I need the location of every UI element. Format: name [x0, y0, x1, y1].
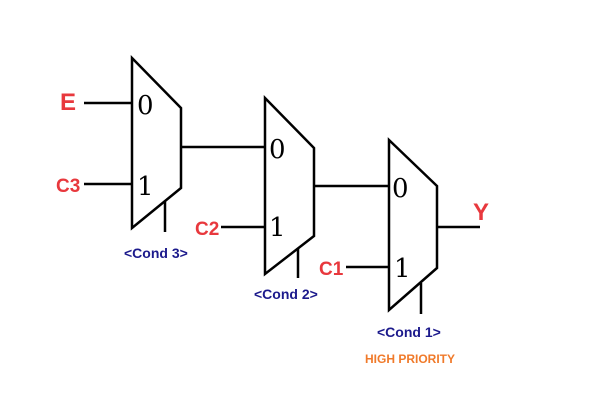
high-priority-label: HIGH PRIORITY — [365, 352, 455, 366]
mux-3 — [130, 54, 183, 231]
signal-c3-label: C3 — [56, 176, 80, 197]
mux-2 — [263, 94, 316, 277]
mux-1 — [387, 137, 439, 313]
cond-3-label: <Cond 3> — [124, 245, 188, 261]
signal-c2-label: C2 — [195, 219, 219, 240]
mux-2-in1-label: 1 — [269, 213, 286, 243]
cond-2-label: <Cond 2> — [254, 286, 318, 302]
signal-e-label: E — [60, 89, 76, 116]
mux-1-in0-label: 0 — [392, 174, 409, 204]
cond-1-label: <Cond 1> — [377, 324, 441, 340]
mux-2-in0-label: 0 — [269, 135, 286, 165]
signal-y-label: Y — [473, 199, 489, 226]
mux-1-in1-label: 1 — [394, 254, 411, 284]
mux-3-in1-label: 1 — [137, 172, 154, 202]
signal-c1-label: C1 — [319, 259, 344, 280]
mux-3-in0-label: 0 — [137, 91, 154, 121]
